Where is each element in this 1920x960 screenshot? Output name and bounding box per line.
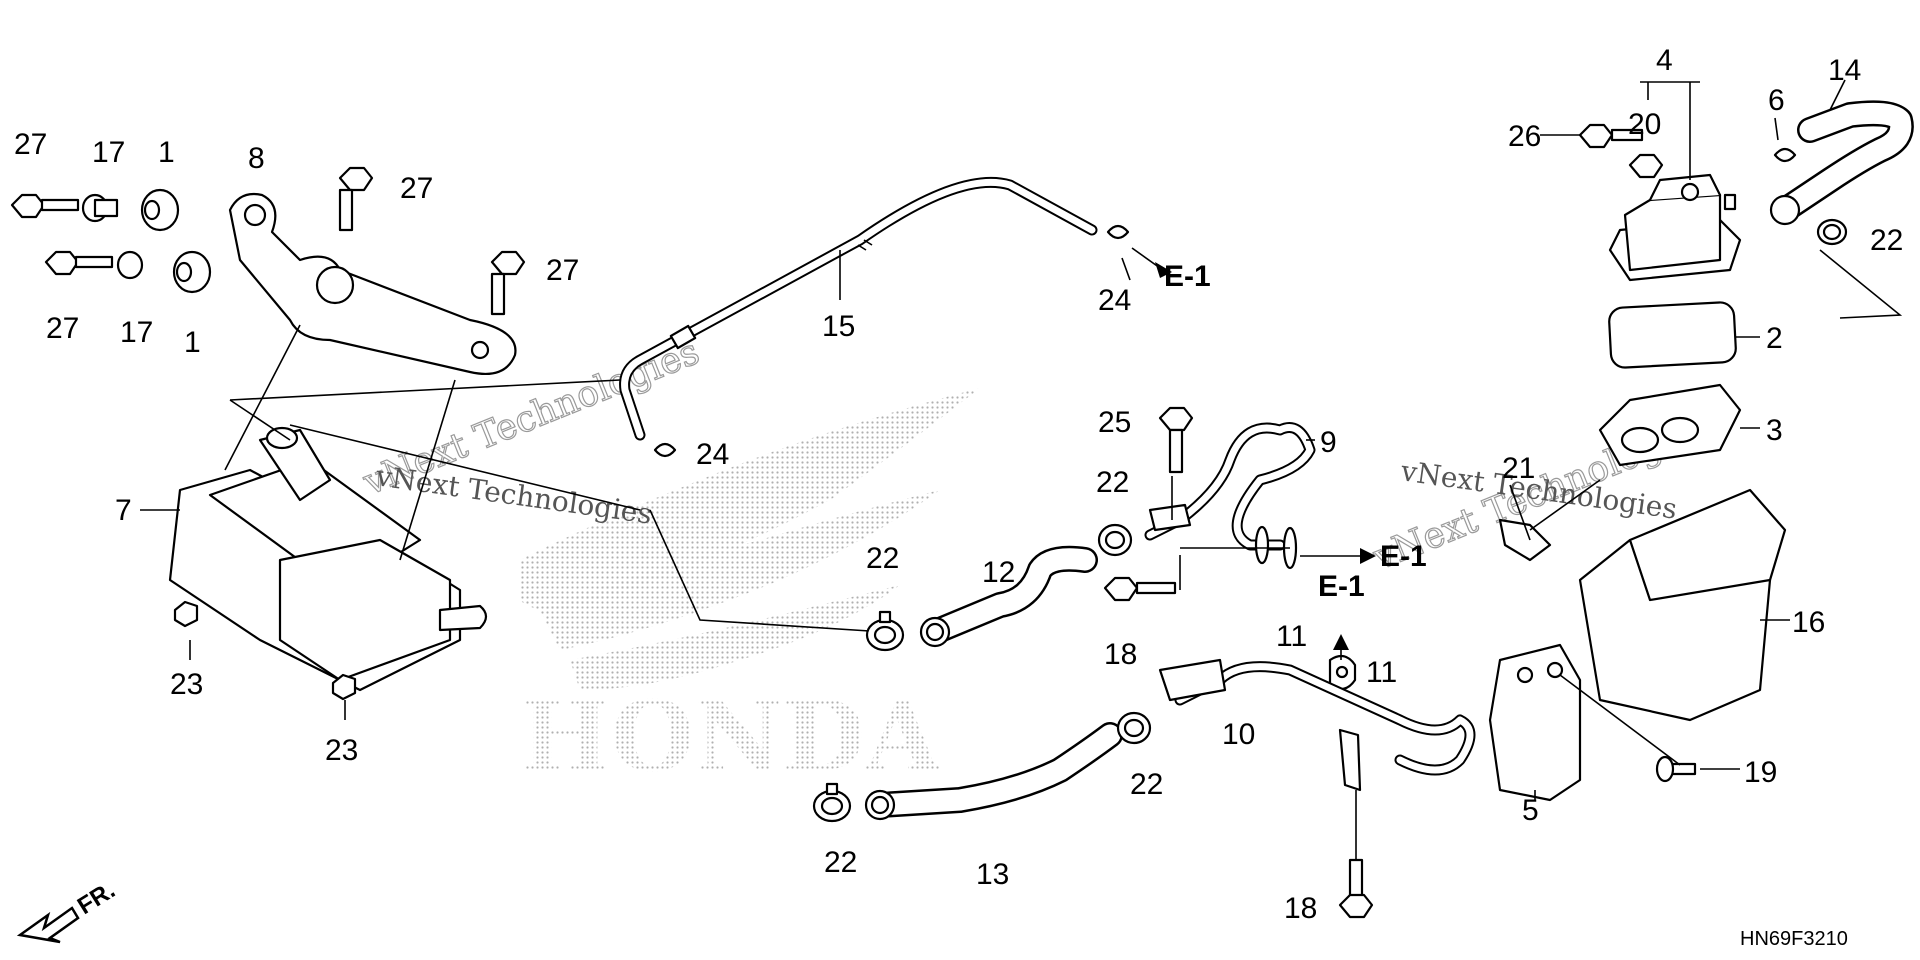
callout-22-d: 22: [824, 846, 857, 879]
callouts: 27 17 1 8 27 27 27 17 1 7 23 23 15 24 24…: [14, 44, 1903, 925]
callout-27-b: 27: [400, 172, 433, 205]
ref-e1-middle: E-1: [1380, 540, 1427, 573]
pipe-9: [1144, 422, 1316, 565]
pad-2: [1608, 301, 1737, 369]
callout-11-a: 11: [1276, 620, 1307, 653]
diagram-code: HN69F3210: [1740, 928, 1848, 950]
honda-logo-watermark: HONDA: [520, 388, 980, 793]
callout-7: 7: [115, 494, 132, 527]
e1-arrows: [1131, 247, 1376, 660]
callout-1-a: 1: [158, 136, 175, 169]
callout-17-b: 17: [120, 316, 153, 349]
bracket-8: [228, 192, 517, 376]
callout-23-b: 23: [325, 734, 358, 767]
callout-6: 6: [1768, 84, 1785, 117]
bolt-25: [1158, 406, 1194, 474]
ref-e1-upper: E-1: [1164, 260, 1211, 293]
callout-27-a: 27: [14, 128, 47, 161]
callout-16: 16: [1792, 606, 1825, 639]
callout-4: 4: [1656, 44, 1673, 77]
callout-13: 13: [976, 858, 1009, 891]
clamp-22-b: [1097, 523, 1133, 557]
hose-14: [1769, 100, 1914, 226]
callout-21: 21: [1502, 452, 1535, 485]
callout-10: 10: [1222, 718, 1255, 751]
hose-12: [919, 545, 1098, 648]
bolt-19: [1655, 755, 1697, 783]
guard-5: [1488, 643, 1582, 802]
callout-24-a: 24: [1098, 284, 1131, 317]
clip-24-lower: [653, 442, 677, 458]
callout-1-b: 1: [184, 326, 201, 359]
cover-16: [1578, 488, 1787, 722]
clamp-22-a: [865, 610, 905, 652]
callout-12: 12: [982, 556, 1015, 589]
leader-lines-middle: [1121, 257, 1357, 860]
callout-22-a: 22: [866, 542, 899, 575]
clamp-22-e: [1816, 218, 1848, 246]
callout-3: 3: [1766, 414, 1783, 447]
callout-22-b: 22: [1096, 466, 1129, 499]
callout-23-a: 23: [170, 668, 203, 701]
callout-15: 15: [822, 310, 855, 343]
callout-5: 5: [1522, 794, 1539, 827]
callout-19: 19: [1744, 756, 1777, 789]
clamp-22-d: [812, 782, 852, 823]
clip-24-upper: [1106, 224, 1130, 240]
canister-7: [168, 426, 488, 701]
housing-4: [1608, 173, 1742, 282]
callout-22-c: 22: [1130, 768, 1163, 801]
left-fasteners: [10, 166, 526, 316]
frame-3: [1598, 383, 1742, 467]
watermark-left-text: vNext Technologies: [373, 459, 654, 531]
leader-lines-left: [140, 324, 886, 720]
clamp-22-c: [1116, 711, 1152, 745]
callout-17-a: 17: [92, 136, 125, 169]
bolt-18-upper: [1103, 576, 1177, 602]
callout-18-b: 18: [1284, 892, 1317, 925]
callout-2: 2: [1766, 322, 1783, 355]
callout-24-b: 24: [696, 438, 729, 471]
callout-11-b: 11: [1366, 656, 1397, 689]
callout-8: 8: [248, 142, 265, 175]
ref-e1-lower: E-1: [1318, 570, 1365, 603]
callout-9: 9: [1320, 426, 1337, 459]
tube-15: [619, 176, 1098, 441]
leader-lines-right: [1509, 79, 1903, 800]
front-label: FR.: [73, 877, 120, 920]
honda-wordmark: HONDA: [520, 680, 941, 793]
nut-20: [1628, 153, 1664, 179]
pipe-10: [1158, 658, 1476, 792]
callout-14: 14: [1828, 54, 1861, 87]
reference-labels: E-1 E-1 E-1: [1164, 260, 1427, 603]
callout-27-c: 27: [546, 254, 579, 287]
callout-20: 20: [1628, 108, 1661, 141]
callout-27-d: 27: [46, 312, 79, 345]
callout-18-a: 18: [1104, 638, 1137, 671]
front-arrow: FR.: [16, 877, 120, 944]
callout-25: 25: [1098, 406, 1131, 439]
clip-6: [1773, 147, 1797, 163]
hose-13: [864, 722, 1123, 821]
bolt-18-lower: [1338, 858, 1374, 919]
bolt-26: [1578, 123, 1644, 149]
callout-26: 26: [1508, 120, 1541, 153]
callout-22-e: 22: [1870, 224, 1903, 257]
